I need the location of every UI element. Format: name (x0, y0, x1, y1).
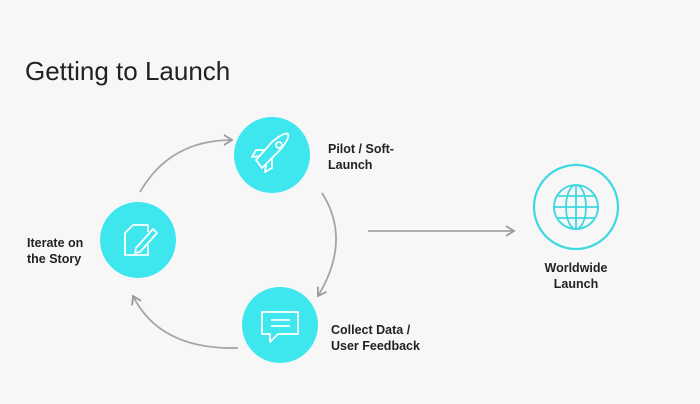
chat-step-circle (242, 287, 318, 363)
rocket-step-circle (234, 117, 310, 193)
worldwide-label: Worldwide Launch (526, 260, 626, 292)
pilot-label-line2: Launch (328, 158, 373, 172)
collect-label-line1: Collect Data / (331, 323, 411, 337)
arrow-collect-to-iterate (131, 294, 239, 349)
worldwide-label-line2: Launch (553, 277, 599, 291)
edit-step-circle (100, 202, 176, 278)
arrow-pilot-to-collect (316, 192, 337, 298)
edit-icon (124, 224, 158, 256)
iterate-label-line1: Iterate on (27, 236, 84, 250)
globe-step-circle (532, 163, 620, 251)
arrow-iterate-to-pilot (139, 134, 234, 193)
collect-label: Collect Data / User Feedback (331, 322, 420, 354)
worldwide-label-line1: Worldwide (544, 261, 608, 275)
pilot-label: Pilot / Soft- Launch (328, 141, 394, 173)
pilot-label-line1: Pilot / Soft- (328, 142, 394, 156)
iterate-label-line2: the Story (27, 252, 82, 266)
globe-icon (553, 184, 599, 230)
collect-label-line2: User Feedback (331, 339, 420, 353)
slide-title: Getting to Launch (25, 56, 231, 86)
chat-icon (261, 311, 299, 343)
iterate-label: Iterate on the Story (27, 235, 83, 267)
rocket-icon (251, 132, 290, 173)
